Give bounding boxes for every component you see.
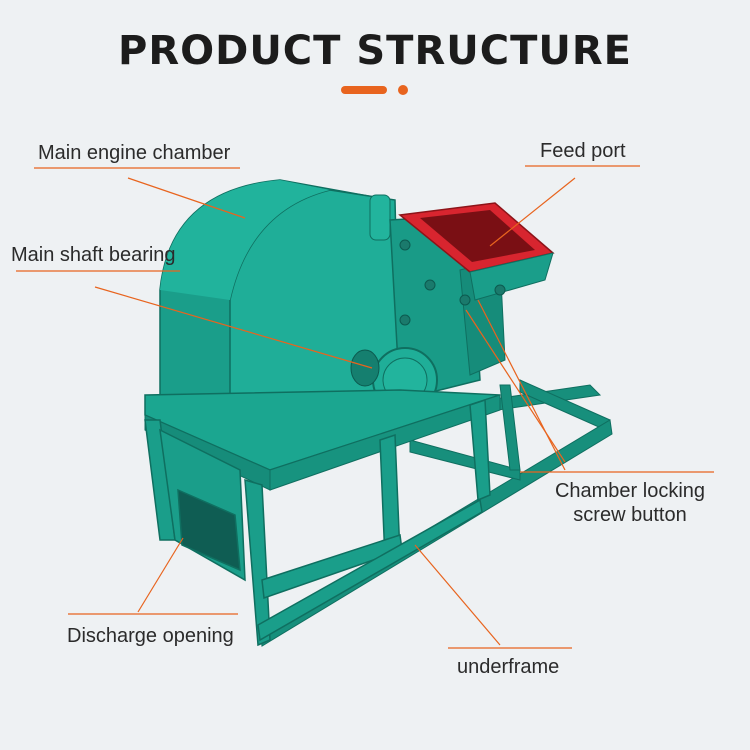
label-main-shaft-bearing: Main shaft bearing [11,244,176,266]
label-discharge-opening: Discharge opening [67,625,234,647]
title-underline-dot [398,85,408,95]
label-underframe: underframe [457,656,560,678]
locking-screws [399,239,506,326]
title-underline-bar [341,86,387,94]
label-chamber-locking-line2: screw button [573,504,687,526]
main-engine-chamber-shape [159,179,401,421]
label-main-engine-chamber: Main engine chamber [38,142,231,164]
page-title: PRODUCT STRUCTURE [118,28,632,74]
label-feed-port: Feed port [540,140,626,162]
leader-lines [16,165,714,649]
label-chamber-locking-screw-button: Chamber locking screw button [548,479,712,527]
legs-and-discharge [144,398,491,647]
label-chamber-locking-line1: Chamber locking [554,480,706,502]
feed-port-shape [398,202,555,301]
